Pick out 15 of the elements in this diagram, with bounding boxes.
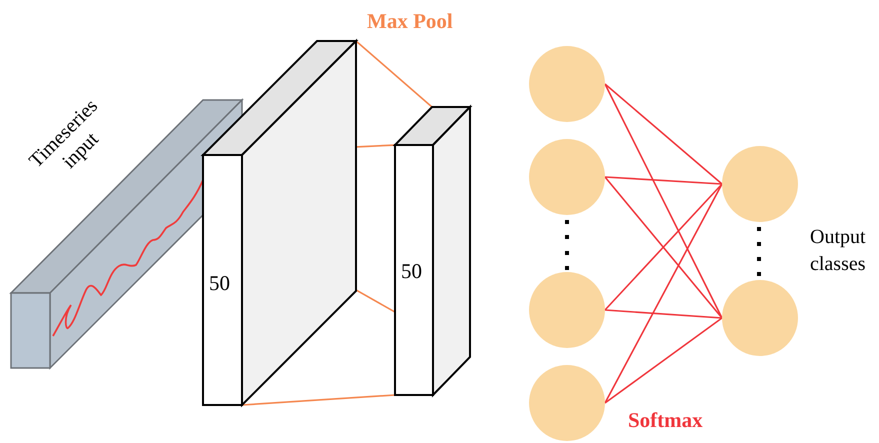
connection-line <box>604 317 722 404</box>
connection-line <box>604 84 723 318</box>
connection-line <box>355 40 432 108</box>
size-label: 50 <box>209 271 230 296</box>
connection-line <box>242 394 396 406</box>
connection-line <box>356 144 396 148</box>
layer-label: Softmax <box>628 408 703 433</box>
connection-line <box>604 83 723 185</box>
layer-label: Max Pool <box>367 9 453 34</box>
connection-line <box>356 289 396 313</box>
connection-line <box>604 176 722 185</box>
connection-line <box>604 184 723 404</box>
connection-line <box>604 309 722 319</box>
output-label: Output classes <box>810 225 867 277</box>
size-label: 50 <box>401 259 422 284</box>
